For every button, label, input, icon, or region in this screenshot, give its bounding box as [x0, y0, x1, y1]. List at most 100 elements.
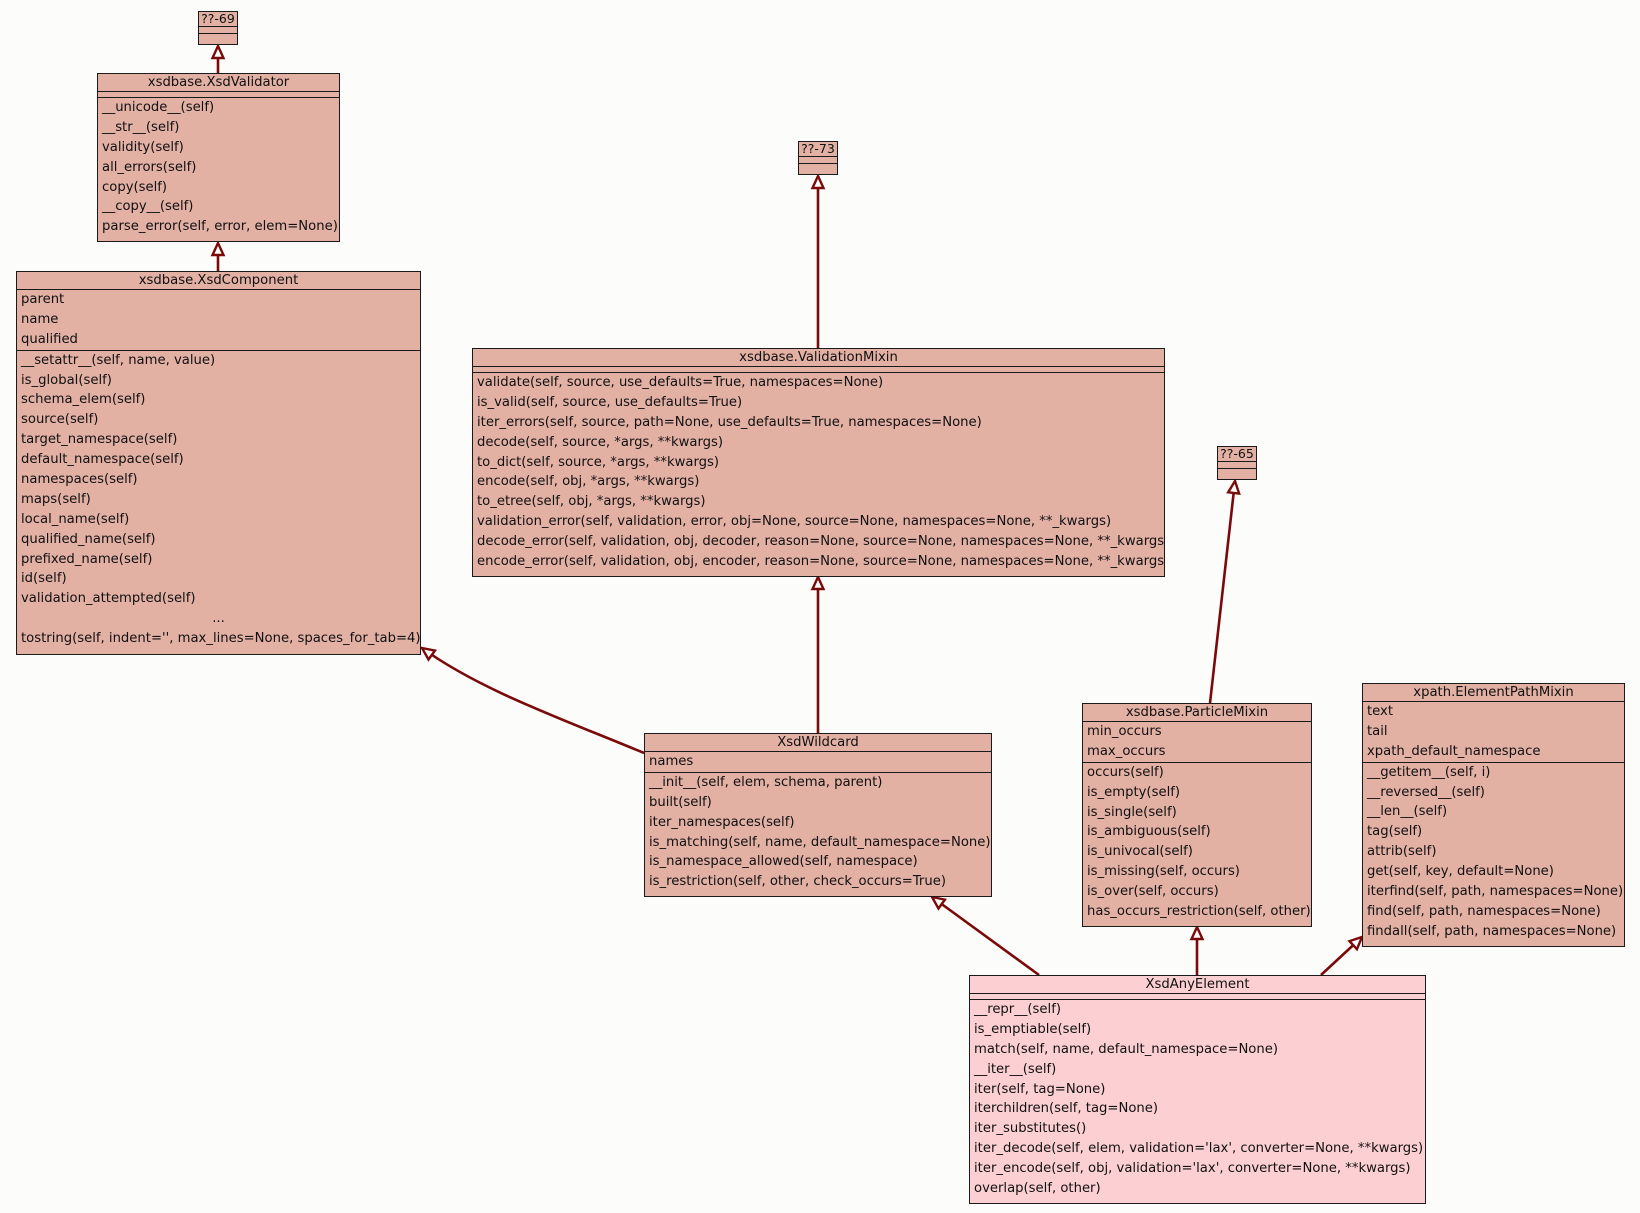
- method-section: validate(self, source, use_defaults=True…: [473, 373, 1164, 572]
- class-title: xpath.ElementPathMixin: [1363, 684, 1624, 702]
- inheritance-arrowhead: [210, 240, 226, 257]
- method-row: find(self, path, namespaces=None): [1367, 903, 1601, 919]
- method-row: encode_error(self, validation, obj, enco…: [477, 554, 1165, 570]
- method-row: local_name(self): [21, 511, 130, 527]
- class-node-xsd-validator: xsdbase.XsdValidator __unicode__(self) __s…: [97, 73, 340, 242]
- attribute-row: names: [649, 754, 694, 769]
- inheritance-arrowhead: [1347, 935, 1365, 952]
- method-row: prefixed_name(self): [21, 551, 153, 567]
- method-row: decode_error(self, validation, obj, deco…: [477, 534, 1165, 550]
- attribute-section: [98, 92, 339, 98]
- edge-wildcard-to-component: [421, 646, 645, 755]
- method-section: [199, 34, 237, 40]
- method-row: is_single(self): [1087, 804, 1177, 820]
- attribute-section: parent name qualified: [17, 290, 420, 351]
- attribute-section: [199, 27, 237, 34]
- method-row: is_empty(self): [1087, 784, 1181, 800]
- method-row: __unicode__(self): [102, 100, 215, 115]
- method-row: iter_encode(self, obj, validation='lax',…: [974, 1161, 1411, 1177]
- class-title: xsdbase.ParticleMixin: [1083, 704, 1311, 722]
- attribute-row: xpath_default_namespace: [1367, 743, 1541, 759]
- method-row: __setattr__(self, name, value): [21, 352, 216, 368]
- method-row: __iter__(self): [974, 1061, 1057, 1077]
- method-section: occurs(self) is_empty(self) is_single(self…: [1083, 763, 1311, 922]
- attribute-row: max_occurs: [1087, 743, 1166, 759]
- method-section: __getitem__(self, i) __reversed__(self) __…: [1363, 763, 1624, 942]
- method-row: __repr__(self): [974, 1002, 1061, 1017]
- method-row: is_restriction(self, other, check_occurs…: [649, 874, 946, 890]
- method-row: all_errors(self): [102, 159, 197, 175]
- class-node-xsd-any-element: XsdAnyElement __repr__(self)is_emptiable(…: [969, 975, 1426, 1204]
- method-section: __unicode__(self) __str__(self) validity(s…: [98, 98, 339, 237]
- method-row: decode(self, source, *args, **kwargs): [477, 434, 724, 450]
- method-row: is_missing(self, occurs): [1087, 864, 1240, 880]
- method-row: __len__(self): [1367, 804, 1448, 820]
- inheritance-arrowhead: [810, 173, 826, 190]
- method-row: overlap(self, other): [974, 1181, 1101, 1197]
- method-row: target_namespace(self): [21, 432, 178, 448]
- method-row: iterfind(self, path, namespaces=None): [1367, 884, 1624, 900]
- method-row: copy(self): [102, 179, 168, 195]
- method-section: __init__(self, elem, schema, parent)buil…: [645, 773, 991, 892]
- method-row: is_global(self): [21, 372, 112, 388]
- method-row: iter_substitutes(): [974, 1121, 1087, 1137]
- method-row: tag(self): [1367, 824, 1423, 840]
- edge-particle-to-65: [1208, 480, 1237, 704]
- method-row: is_univocal(self): [1087, 844, 1193, 860]
- class-title: ??-73: [799, 142, 837, 157]
- attribute-section: min_occurs max_occurs: [1083, 722, 1311, 763]
- method-row: tostring(self, indent='', max_lines=None…: [21, 631, 421, 647]
- method-section: __setattr__(self, name, value) is_global(…: [17, 351, 420, 649]
- class-title: XsdAnyElement: [970, 976, 1425, 994]
- attribute-section: [970, 994, 1425, 1000]
- method-row: __reversed__(self): [1367, 784, 1485, 800]
- class-node-particle-mixin: xsdbase.ParticleMixin min_occurs max_occur…: [1082, 703, 1312, 927]
- inheritance-arrowhead: [419, 646, 438, 662]
- attribute-row: name: [21, 311, 59, 327]
- attribute-row: tail: [1367, 723, 1388, 739]
- class-node-unknown-73: ??-73: [798, 141, 838, 175]
- attribute-row: parent: [21, 292, 65, 307]
- method-row: encode(self, obj, *args, **kwargs): [477, 474, 700, 490]
- method-row: iterchildren(self, tag=None): [974, 1101, 1159, 1117]
- method-row: source(self): [21, 412, 99, 428]
- method-row: validate(self, source, use_defaults=True…: [477, 375, 884, 390]
- method-row: __getitem__(self, i): [1367, 764, 1491, 780]
- class-title: xsdbase.XsdValidator: [98, 74, 339, 92]
- method-row: match(self, name, default_namespace=None…: [974, 1041, 1278, 1057]
- method-row: namespaces(self): [21, 472, 138, 488]
- class-node-unknown-65: ??-65: [1217, 446, 1257, 480]
- method-row: attrib(self): [1367, 844, 1437, 860]
- method-row: id(self): [21, 571, 67, 587]
- class-title: ??-65: [1218, 447, 1256, 462]
- method-section: __repr__(self)is_emptiable(self)match(se…: [970, 1000, 1425, 1199]
- method-row: iter(self, tag=None): [974, 1081, 1106, 1097]
- method-row: parse_error(self, error, elem=None): [102, 219, 338, 235]
- attribute-section: [1218, 462, 1256, 469]
- method-row: occurs(self): [1087, 764, 1164, 780]
- attribute-section: [473, 367, 1164, 373]
- method-row: is_matching(self, name, default_namespac…: [649, 834, 991, 850]
- method-row: is_ambiguous(self): [1087, 824, 1211, 840]
- method-row: __str__(self): [102, 119, 180, 135]
- edge-anyelement-to-wildcard: [931, 895, 1040, 977]
- method-row: schema_elem(self): [21, 392, 146, 408]
- attribute-row: min_occurs: [1087, 724, 1162, 739]
- method-row: validity(self): [102, 139, 184, 155]
- inheritance-arrowhead: [1189, 924, 1205, 941]
- attribute-row: qualified: [21, 331, 78, 347]
- method-row: is_valid(self, source, use_defaults=True…: [477, 394, 743, 410]
- method-row: has_occurs_restriction(self, other): [1087, 904, 1311, 920]
- inheritance-arrowhead: [929, 895, 948, 911]
- method-row: built(self): [649, 794, 712, 810]
- method-row: iter_decode(self, elem, validation='lax'…: [974, 1141, 1424, 1157]
- attribute-section: names: [645, 752, 991, 773]
- method-ellipsis: ...: [212, 611, 225, 627]
- inheritance-arrowhead: [1226, 478, 1241, 495]
- method-row: maps(self): [21, 491, 91, 507]
